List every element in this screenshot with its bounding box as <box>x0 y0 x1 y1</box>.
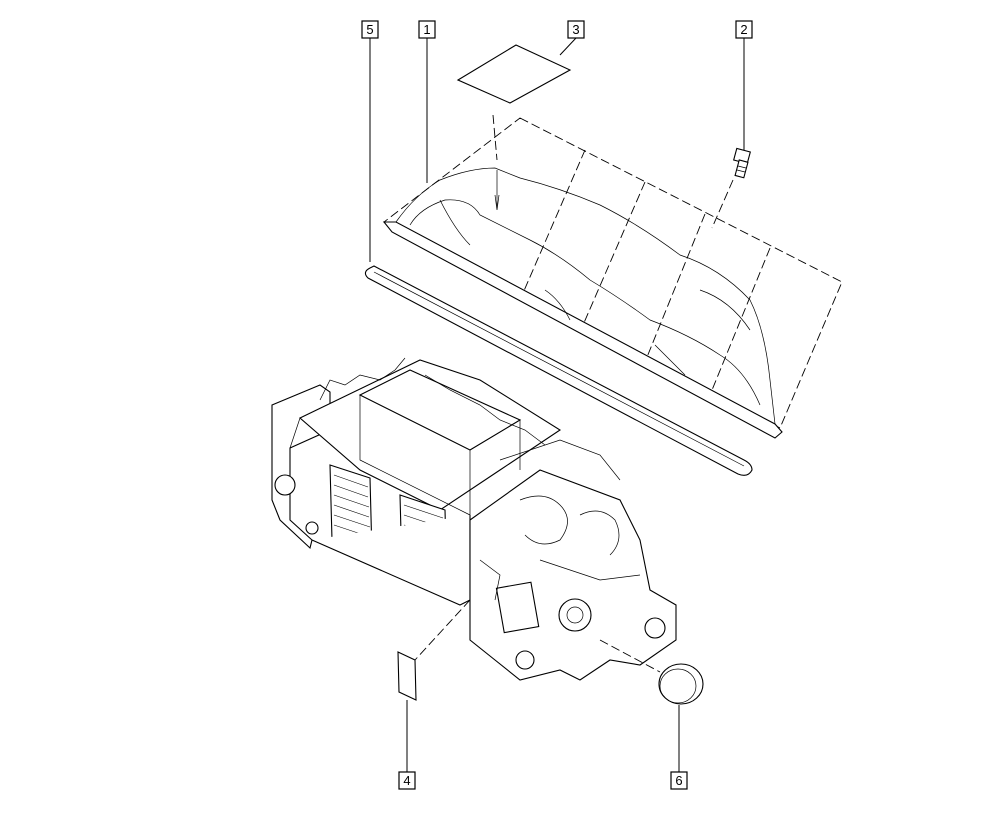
callout-1: 1 <box>418 20 436 39</box>
part-2-screw <box>733 147 751 179</box>
callout-4-text: 4 <box>403 773 410 788</box>
callout-4: 4 <box>398 771 416 790</box>
part-6-placement-line <box>599 639 661 673</box>
callout-6: 6 <box>670 771 688 790</box>
placement-arrow <box>494 194 500 211</box>
part-4-placement-line <box>414 599 471 661</box>
callout-6-text: 6 <box>675 773 682 788</box>
part-3-placement-line <box>492 114 498 161</box>
callout-3: 3 <box>567 20 585 39</box>
part-5-gasket <box>364 265 753 476</box>
part-2-placement-line <box>711 179 734 229</box>
main-assembly <box>271 357 677 681</box>
leader-lines <box>369 37 745 772</box>
part-4-label <box>397 651 417 701</box>
callout-1-text: 1 <box>423 22 430 37</box>
callout-5-text: 5 <box>366 22 373 37</box>
part-3-label-sheet <box>456 44 572 104</box>
callout-2: 2 <box>735 20 753 39</box>
callout-5: 5 <box>361 20 379 39</box>
part-1-cover <box>382 117 843 439</box>
part-6-plug <box>658 663 704 705</box>
callout-3-text: 3 <box>572 22 579 37</box>
callout-2-text: 2 <box>740 22 747 37</box>
